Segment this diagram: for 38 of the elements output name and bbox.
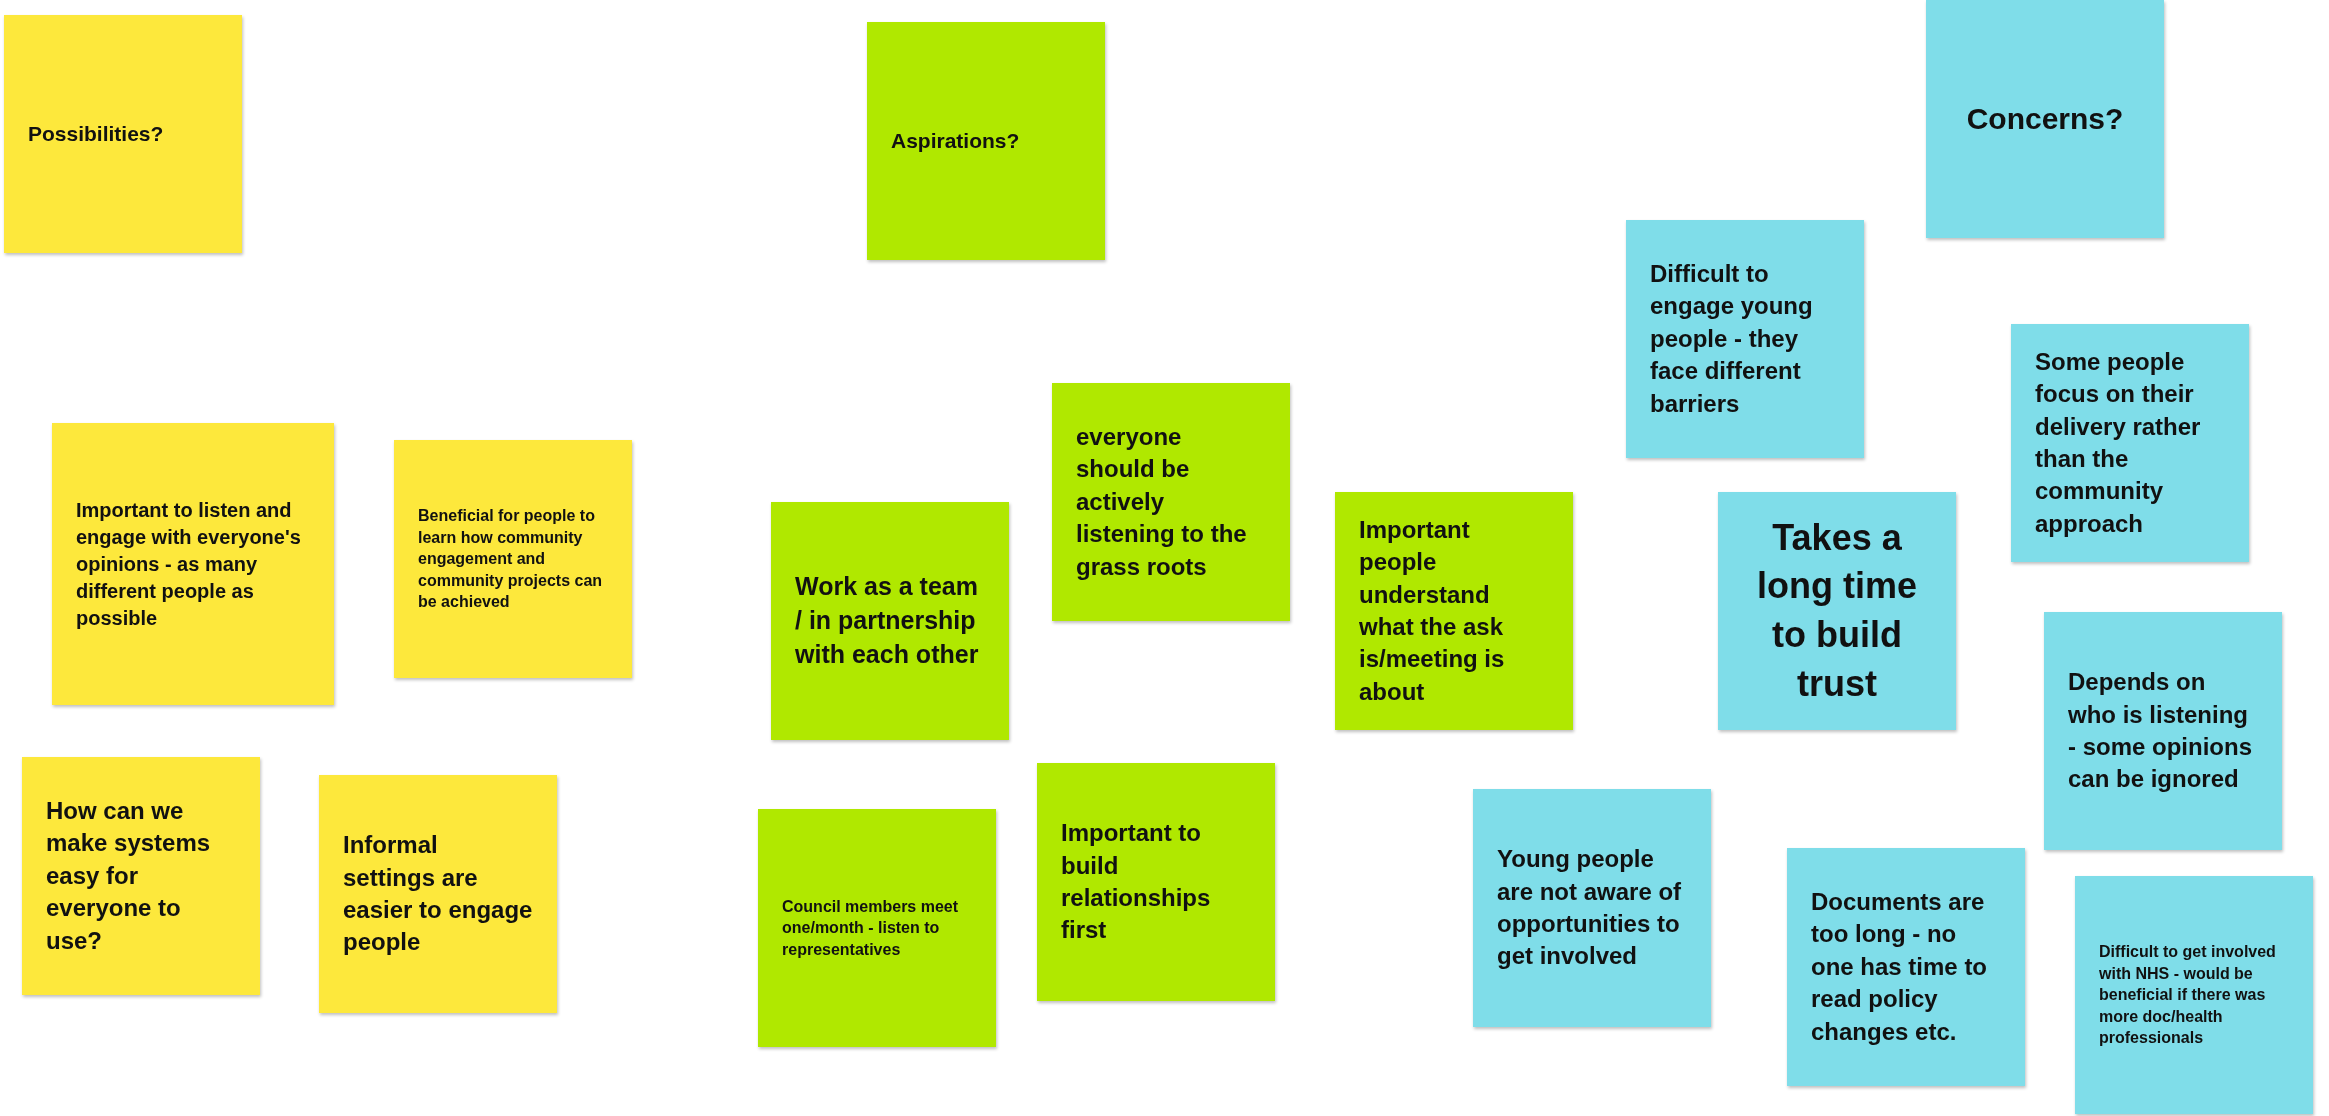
sticky-note [1052, 383, 1290, 621]
note-text: Important to build relationships first [1061, 818, 1212, 946]
sticky-note [2075, 876, 2313, 1114]
note-text: Difficult to get involved with NHS - would be beneficial if there was more doc/health professionals [2099, 942, 2277, 1049]
note-text: Depends on who is listening - some opinions can be ignored [2068, 667, 2253, 795]
note-text: Aspirations? [891, 127, 1021, 154]
sticky-note [1037, 763, 1275, 1001]
sticky-note [1787, 848, 2025, 1086]
note-text: How can we make systems easy for everyone to use? [46, 796, 212, 956]
note-text: Concerns? [1966, 100, 2124, 137]
sticky-note [52, 423, 334, 705]
note-text: Takes a long time to build trust [1756, 515, 1918, 706]
note-text: Young people are not aware of opportunities to get involved [1497, 844, 1683, 972]
note-text: everyone should be actively listening to the grass roots [1076, 422, 1248, 582]
sticky-note [22, 757, 260, 995]
sticky-note [1626, 220, 1864, 458]
note-text: Council members meet one/month - listen to representatives [782, 896, 960, 960]
note-text: Documents are too long - no one has time to read policy changes etc. [1811, 887, 1989, 1047]
sticky-note [771, 502, 1009, 740]
note-text: Difficult to engage young people - they face different barriers [1650, 259, 1814, 419]
sticky-note [394, 440, 632, 678]
note-text: Important to listen and engage with everyone's opinions - as many different people as possible [76, 497, 302, 631]
sticky-note [4, 15, 242, 253]
note-text: Possibilities? [28, 120, 165, 147]
note-text: Beneficial for people to learn how community engagement and community projects can be achieved [418, 506, 604, 613]
sticky-note [867, 22, 1105, 260]
sticky-note [1473, 789, 1711, 1027]
note-text: Important people understand what the ask is/meeting is about [1359, 514, 1506, 707]
sticky-note [758, 809, 996, 1047]
sticky-note [2011, 324, 2249, 562]
sticky-note [1926, 0, 2164, 238]
note-text: Informal settings are easier to engage people [343, 830, 533, 958]
note-text: Some people focus on their delivery rather than the community approach [2035, 346, 2202, 539]
note-text: Work as a team / in partnership with each other [795, 571, 980, 670]
sticky-note [1718, 492, 1956, 730]
sticky-note [1335, 492, 1573, 730]
sticky-note [2044, 612, 2282, 850]
sticky-note [319, 775, 557, 1013]
